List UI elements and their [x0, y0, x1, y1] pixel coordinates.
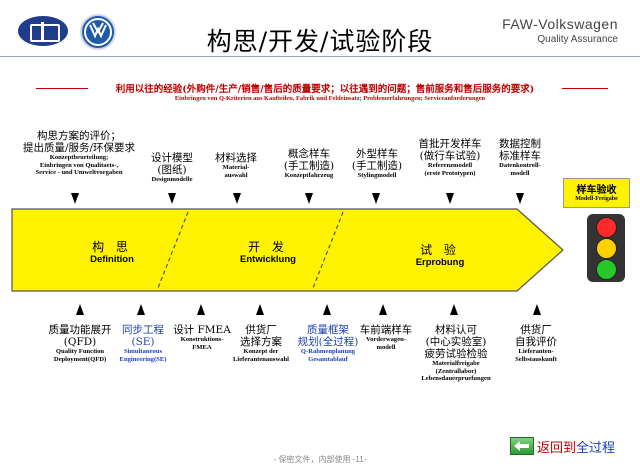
page-title: 构思/开发/试验阶段 — [206, 27, 434, 56]
top-item-label-de: Stylingmodell — [357, 172, 397, 180]
top-item-label-de: Designmodelle — [151, 176, 193, 184]
bottom-item-label-de: Konstruktions- FMEA — [180, 336, 224, 351]
bottom-arrow — [256, 304, 264, 315]
top-arrow — [516, 193, 524, 204]
bottom-item-label: 材料认可 (中心实验室) 疲劳试验检验 — [424, 324, 488, 361]
traffic-light-icon — [587, 214, 625, 282]
process-arrow — [11, 208, 564, 292]
top-arrow — [71, 193, 79, 204]
top-item-label: 构思方案的评价； 提出质量/服务/环保要求 — [22, 130, 136, 155]
top-arrow — [372, 193, 380, 204]
top-item-label: 设计模型 (图纸) — [151, 152, 193, 177]
footer-text: - 保密文件，内部使用 -11- — [273, 455, 367, 464]
top-item-label-de: Referenzmodell (erste Prototypen) — [424, 162, 476, 177]
top-arrow — [446, 193, 454, 204]
top-item-material-selection: 材料选择 Material- auswahl — [205, 152, 267, 179]
bottom-arrow — [379, 304, 387, 315]
top-arrow — [168, 193, 176, 204]
bottom-item-label-de: Konzept der Lieferantenauswahl — [232, 348, 290, 363]
top-item-label-de: Konzeptfahrzeug — [284, 172, 334, 180]
phase-label: 开 发 — [248, 240, 288, 254]
top-item-label-de: Datenkontroll- modell — [499, 162, 541, 177]
top-arrow — [305, 193, 313, 204]
bottom-item-supplier-selection: 供货厂 选择方案 Konzept der Lieferantenauswahl — [225, 324, 297, 363]
top-item-concept-vehicle: 概念样车 (手工制造) Konzeptfahrzeug — [276, 148, 342, 180]
top-item-label-de: Konzeptbeurteilung; Einbringen von Quali… — [35, 154, 123, 177]
header-divider — [0, 56, 640, 57]
red-light-icon — [596, 217, 617, 238]
top-item-label-de: Material- auswahl — [222, 164, 250, 179]
back-link-part1[interactable]: 返回到 — [537, 441, 577, 456]
model-release-box: 样车验收 Modell-Freigabe — [563, 178, 630, 208]
top-item-styling-model: 外型样车 (手工制造) Stylingmodell — [344, 148, 410, 180]
brand-block: FAW-Volkswagen Quality Assurance — [502, 16, 618, 45]
bottom-item-label-de: Materialfreigabe (Zentrallabor) Lebensda… — [421, 360, 491, 383]
bottom-item-label: 供货厂 选择方案 — [240, 324, 282, 349]
bottom-item-label: 车前端样车 — [359, 324, 413, 336]
top-item-label: 概念样车 (手工制造) — [283, 148, 335, 173]
phase-label: 试 验 — [420, 243, 460, 257]
intro-text-de: Einbringen von Q-Kriterien aus Kaufteile… — [174, 95, 486, 102]
bottom-item-label-de: Quality Function Deployment(QFD) — [53, 348, 107, 363]
bottom-arrow — [450, 304, 458, 315]
bottom-item-qfd: 质量功能展开 (QFD) Quality Function Deployment… — [40, 324, 120, 363]
bottom-item-label-de: Vorderwagen- modell — [365, 336, 407, 351]
phase-label-de: Entwicklung — [240, 253, 296, 265]
top-item-label: 首批开发样车 (做行车试验) — [418, 138, 482, 163]
brand-name: FAW-Volkswagen — [502, 16, 618, 32]
bottom-item-material-release: 材料认可 (中心实验室) 疲劳试验检验 Materialfreigabe (Ze… — [414, 324, 498, 383]
back-link-part2[interactable]: 全过程 — [576, 441, 616, 456]
bottom-item-design-fmea: 设计 FMEA Konstruktions- FMEA — [170, 324, 234, 351]
top-item-design-model: 设计模型 (图纸) Designmodelle — [142, 152, 202, 184]
bottom-item-label: 质量功能展开 (QFD) — [48, 324, 112, 349]
top-item-data-control-model: 数据控制 标准样车 Datenkontroll- modell — [484, 138, 556, 177]
brand-subtitle: Quality Assurance — [537, 34, 618, 45]
bottom-item-supplier-self-assessment: 供货厂 自我评价 Lieferanten- Selbstauskunft — [500, 324, 572, 363]
back-button-icon[interactable] — [510, 437, 534, 455]
phase-development: 开 发 Entwicklung — [218, 240, 318, 266]
vw-logo-icon — [80, 14, 116, 50]
bottom-item-front-end-model: 车前端样车 Vorderwagen- modell — [354, 324, 418, 351]
bottom-item-label: 同步工程 (SE) — [122, 324, 164, 349]
top-item-label: 数据控制 标准样车 — [499, 138, 541, 163]
phase-label-de: Erprobung — [415, 256, 465, 268]
bottom-item-label: 质量框架 规划(全过程) — [297, 324, 359, 349]
intro-text: 利用以往的经验(外购件/生产/销售/售后的质量要求；以往遇到的问题；售前服务和售… — [115, 84, 535, 95]
back-link[interactable]: 返回到全过程 — [537, 437, 615, 456]
top-item-label: 材料选择 — [215, 152, 257, 164]
release-label: 样车验收 — [576, 185, 617, 196]
top-item-label: 外型样车 (手工制造) — [351, 148, 403, 173]
bottom-item-label-de: Q-Rahmenplanung Gesamtablauf — [300, 348, 356, 363]
bottom-item-label: 设计 FMEA — [173, 324, 231, 336]
bottom-item-label: 供货厂 自我评价 — [515, 324, 557, 349]
bottom-item-simultaneous-engineering: 同步工程 (SE) Simultaneous Engineering(SE) — [110, 324, 176, 363]
bottom-arrow — [533, 304, 541, 315]
phase-label-de: Definition — [90, 253, 134, 265]
phase-label: 构 思 — [92, 240, 132, 254]
bottom-arrow — [197, 304, 205, 315]
intro-line-right — [562, 88, 608, 89]
bottom-item-quality-framework: 质量框架 规划(全过程) Q-Rahmenplanung Gesamtablau… — [290, 324, 366, 363]
intro-line-left — [36, 88, 88, 89]
phase-testing: 试 验 Erprobung — [390, 243, 490, 269]
top-item-concept-evaluation: 构思方案的评价； 提出质量/服务/环保要求 Konzeptbeurteilung… — [20, 130, 138, 177]
top-arrow — [233, 193, 241, 204]
faw-logo-icon — [18, 16, 68, 46]
bottom-item-label-de: Simultaneous Engineering(SE) — [119, 348, 167, 363]
phase-definition: 构 思 Definition — [62, 240, 162, 266]
yellow-light-icon — [596, 238, 617, 259]
bottom-item-label-de: Lieferanten- Selbstauskunft — [515, 348, 557, 363]
top-item-reference-model: 首批开发样车 (做行车试验) Referenzmodell (erste Pro… — [408, 138, 492, 177]
bottom-arrow — [323, 304, 331, 315]
bottom-arrow — [137, 304, 145, 315]
green-light-icon — [596, 259, 617, 280]
bottom-arrow — [76, 304, 84, 315]
release-label-de: Modell-Freigabe — [575, 196, 618, 202]
